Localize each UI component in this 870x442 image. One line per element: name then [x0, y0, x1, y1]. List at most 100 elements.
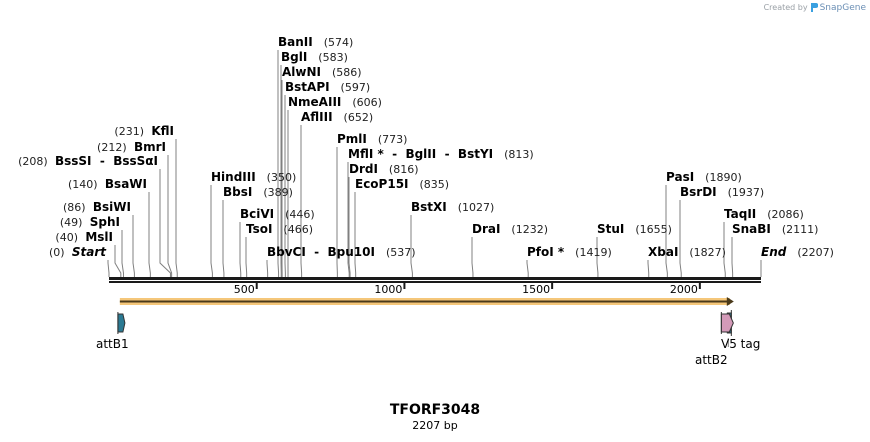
site-leader-line — [210, 185, 213, 277]
site-position: (1419) — [575, 246, 612, 259]
restriction-site-label[interactable]: (231) KflI — [114, 124, 174, 139]
site-leader-line — [277, 50, 280, 277]
credit-brand: SnapGene — [819, 2, 866, 13]
restriction-site-label[interactable]: BbsI (389) — [223, 185, 293, 200]
credit-prefix: Created by — [763, 3, 808, 12]
attB2-label[interactable]: attB2 — [695, 353, 728, 367]
restriction-site-label[interactable]: (140) BsaWI — [68, 177, 147, 192]
site-leader-line — [347, 162, 350, 277]
site-position: (1890) — [705, 171, 742, 184]
site-position: (597) — [340, 81, 371, 94]
restriction-site-label[interactable]: PmlI (773) — [337, 132, 407, 147]
site-enzyme-name: BsrDI — [680, 185, 717, 199]
restriction-site-label[interactable]: BsrDI (1937) — [680, 185, 764, 200]
site-position: (208) — [18, 155, 48, 168]
site-enzyme-name: BciVI — [240, 207, 275, 221]
site-enzyme-name: DrdI — [349, 162, 378, 176]
site-position: (40) — [55, 231, 79, 244]
restriction-site-label[interactable]: TsoI (466) — [246, 222, 313, 237]
site-enzyme-name: SnaBI — [732, 222, 771, 236]
site-enzyme-name: KflI — [151, 124, 174, 138]
site-position: (2207) — [797, 246, 834, 259]
restriction-site-label[interactable]: AflIII (652) — [301, 110, 373, 125]
restriction-site-label[interactable]: BstAPI (597) — [285, 80, 370, 95]
restriction-site-label[interactable]: BanII (574) — [278, 35, 353, 50]
site-position: (586) — [331, 66, 362, 79]
restriction-site-label[interactable]: BstXI (1027) — [411, 200, 494, 215]
ruler-tick — [698, 283, 701, 289]
site-position: (0) — [48, 246, 65, 259]
ruler-tick — [551, 283, 554, 289]
site-position: (2111) — [781, 223, 819, 236]
site-position: (537) — [385, 246, 416, 259]
restriction-site-label[interactable]: TaqII (2086) — [724, 207, 804, 222]
site-position: (466) — [283, 223, 314, 236]
site-position: (583) — [318, 51, 348, 64]
snapgene-credit: Created by SnapGene — [764, 2, 866, 13]
site-position: (350) — [266, 171, 297, 184]
attB1-label[interactable]: attB1 — [96, 337, 129, 351]
site-leader-line — [526, 260, 529, 277]
sequence-length: 2207 bp — [412, 419, 458, 432]
restriction-site-label[interactable]: XbaI (1827) — [648, 245, 726, 260]
restriction-site-label[interactable]: PasI (1890) — [666, 170, 742, 185]
site-enzyme-name: BanII — [278, 35, 313, 49]
site-position: (212) — [97, 141, 127, 154]
site-enzyme-name: StuI — [597, 222, 625, 236]
restriction-site-label[interactable]: (86) BsiWI — [63, 200, 131, 215]
site-leader-line — [159, 169, 171, 277]
restriction-site-label[interactable]: PfoI * (1419) — [527, 245, 612, 260]
orf-arrow-head-icon — [726, 297, 734, 306]
ruler-tick-label: 1000 — [374, 283, 403, 296]
site-leader-line — [148, 192, 151, 277]
restriction-site-label[interactable]: (40) MslI — [55, 230, 113, 245]
restriction-site-label[interactable]: HindIII (350) — [211, 170, 296, 185]
site-position: (1655) — [635, 223, 672, 236]
v5-tag-label[interactable]: V5 tag — [721, 337, 761, 351]
site-enzyme-name: BssSI - BssSαI — [54, 154, 158, 168]
restriction-site-label[interactable]: (0) Start — [49, 245, 106, 260]
site-position: (652) — [343, 111, 374, 124]
restriction-site-label[interactable]: (208) BssSI - BssSαI — [18, 154, 158, 169]
site-enzyme-name: BstXI — [411, 200, 447, 214]
snapgene-logo-icon — [810, 3, 818, 12]
restriction-site-label[interactable]: BbvCI - Bpu10I (537) — [267, 245, 416, 260]
site-enzyme-name: SphI — [89, 215, 120, 229]
site-leader-line — [107, 260, 110, 277]
ruler-tick — [403, 283, 406, 289]
site-position: (49) — [59, 216, 83, 229]
site-leader-line — [348, 177, 351, 277]
restriction-site-label[interactable]: End (2207) — [761, 245, 834, 260]
restriction-site-label[interactable]: NmeAIII (606) — [288, 95, 382, 110]
site-leader-line — [723, 222, 726, 277]
restriction-site-label[interactable]: (49) SphI — [60, 215, 120, 230]
site-position: (86) — [62, 201, 86, 214]
attB1-feature-icon — [117, 313, 126, 333]
restriction-site-label[interactable]: SnaBI (2111) — [732, 222, 818, 237]
restriction-site-label[interactable]: AlwNI (586) — [282, 65, 362, 80]
ruler-tick-label: 1500 — [522, 283, 551, 296]
site-enzyme-name: DraI — [472, 222, 501, 236]
site-position: (813) — [504, 148, 534, 161]
site-enzyme-name: TsoI — [246, 222, 273, 236]
site-leader-line — [167, 155, 173, 277]
restriction-site-label[interactable]: BciVI (446) — [240, 207, 315, 222]
site-enzyme-name: BsiWI — [92, 200, 131, 214]
site-enzyme-name: BglI — [281, 50, 308, 64]
restriction-site-label[interactable]: DraI (1232) — [472, 222, 548, 237]
restriction-site-label[interactable]: MflI * - BglII - BstYI (813) — [348, 147, 534, 162]
site-enzyme-name: NmeAIII — [288, 95, 342, 109]
restriction-site-label[interactable]: StuI (1655) — [597, 222, 672, 237]
backbone-top-strand — [109, 277, 761, 280]
site-position: (140) — [68, 178, 98, 191]
restriction-site-label[interactable]: EcoP15I (835) — [355, 177, 449, 192]
site-enzyme-name: PasI — [666, 170, 695, 184]
site-leader-line — [175, 139, 178, 277]
site-enzyme-name: MflI * - BglII - BstYI — [348, 147, 494, 161]
restriction-site-label[interactable]: BglI (583) — [281, 50, 348, 65]
restriction-site-label[interactable]: (212) BmrI — [97, 140, 166, 155]
site-leader-line — [679, 200, 682, 277]
restriction-site-label[interactable]: DrdI (816) — [349, 162, 419, 177]
site-position: (446) — [285, 208, 315, 221]
